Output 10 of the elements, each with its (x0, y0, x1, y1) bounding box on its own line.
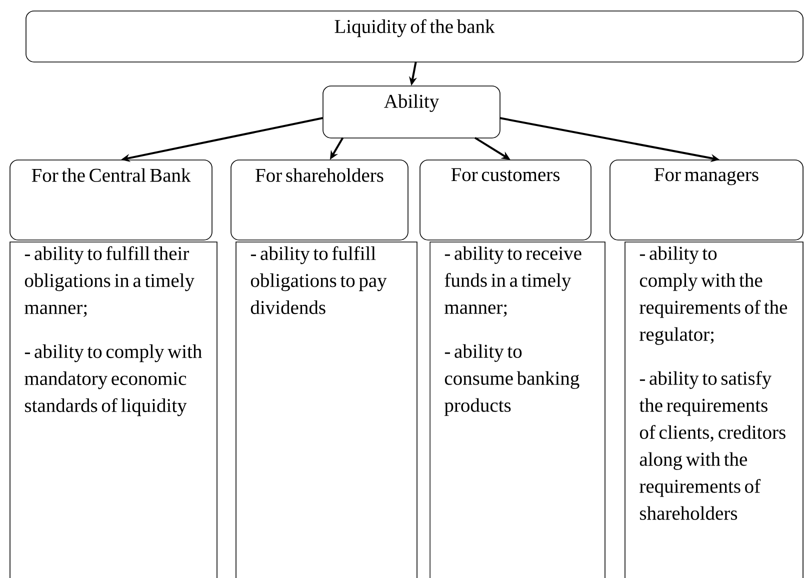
text-column: - ability to receive funds in a timely manner; - ability to consume banking products (430, 242, 606, 578)
header-box: For managers (610, 160, 804, 240)
title-box: Liquidity of the bank (26, 10, 804, 62)
text-column: - ability to fulfill obligations to pay dividends (236, 242, 418, 578)
header-box: For the Central Bank (10, 160, 212, 240)
text-column: - ability to comply with the requirements of the regulator; - ability to satisfy the requirements of clients, creditors along with the requirements of shareholders (624, 242, 804, 578)
ability-box: Ability (322, 86, 500, 138)
text-column: - ability to fulfill their obligations in a timely manner; - ability to comply with mandatory economic standards of liquidity (10, 242, 218, 578)
header-box: For customers (420, 160, 592, 240)
header-box: For shareholders (230, 160, 408, 240)
